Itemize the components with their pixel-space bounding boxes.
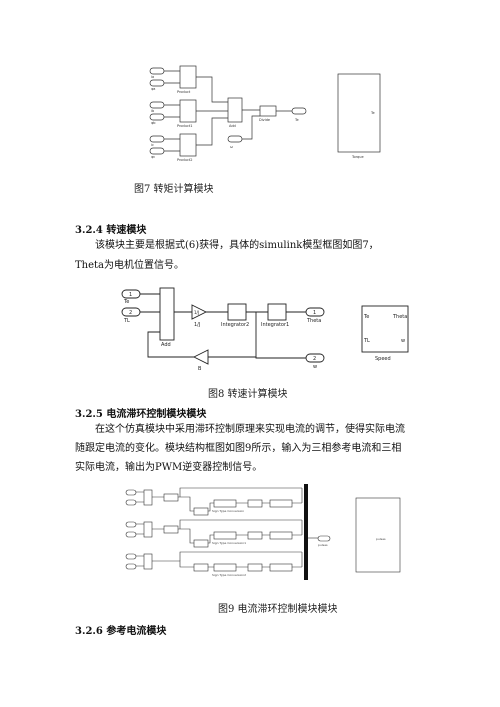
fig7-outport <box>291 107 307 115</box>
fig9-outport <box>317 535 331 542</box>
figure-7-torque-diagram: ia ψa ib ψb ic ψc Product Product1 Produ… <box>149 65 381 162</box>
fig9-row1-label: Sign Type Conversion <box>212 509 244 513</box>
fig7-product-2 <box>179 99 197 123</box>
section-3-2-4-line-1: 该模块主要是根据式(6)获得，具体的simulink模型框图如图7， <box>95 240 379 251</box>
fig9-act-in-2 <box>125 531 137 538</box>
fig7-inport-4 <box>149 113 165 121</box>
fig9-pulses-subsystem <box>355 497 401 573</box>
fig9-conv-3a <box>213 563 237 572</box>
fig7-divide-block <box>259 105 277 117</box>
section-3-2-4-heading: 3.2.4 转速模块 <box>75 225 147 236</box>
fig9-row3-label: Sign Type Conversion2 <box>212 573 246 577</box>
fig7-in-label-2: ψa <box>151 87 155 91</box>
fig7-in-label-1: ia <box>151 75 154 79</box>
figure-8-caption: 图8 转速计算模块 <box>208 389 288 400</box>
fig9-relay-2 <box>163 525 179 534</box>
fig9-conv-1b <box>269 499 293 508</box>
fig7-inport-5 <box>149 135 165 143</box>
fig8-out2-num: 2 <box>313 356 316 362</box>
fig8-gain1-label: 1/J <box>194 322 200 328</box>
fig7-in-label-6: ψc <box>151 155 155 159</box>
fig8-gain2-label: B <box>198 366 202 372</box>
fig8-out2-label: w <box>313 364 317 370</box>
fig7-product-label-1: Product <box>177 90 191 94</box>
section-3-2-4-line-2: Theta为电机位置信号。 <box>75 260 185 271</box>
fig9-sum-3 <box>143 553 153 570</box>
figure-9-caption: 图9 电流滞环控制模块模块 <box>218 604 338 615</box>
fig8-sub-out2: w <box>401 338 405 344</box>
fig8-in1-label: Te <box>123 299 129 305</box>
figure-7-caption: 图7 转矩计算模块 <box>134 184 214 195</box>
fig9-sum-2 <box>143 521 153 538</box>
fig7-in-label-3: ib <box>151 109 155 113</box>
fig9-ref-in-2 <box>125 521 137 528</box>
fig8-integrator-2 <box>227 303 247 321</box>
fig9-row2-label: Sign Type Conversion1 <box>212 541 246 545</box>
fig7-product-1 <box>179 65 197 89</box>
fig8-in2-label: TL <box>123 318 130 324</box>
section-3-2-6-heading: 3.2.6 参考电流模块 <box>75 626 167 637</box>
fig7-in-label-4: ψb <box>151 121 156 125</box>
fig9-out-label: pulses <box>318 543 328 547</box>
section-3-2-5-line-1: 在这个仿真模块中采用滞环控制原理来实现电流的调节，使得实际电流 <box>95 424 405 435</box>
fig9-act-in-1 <box>125 499 137 506</box>
fig7-const-label: ω <box>230 145 233 149</box>
fig7-in-label-5: ic <box>151 143 154 147</box>
fig8-out1-num: 1 <box>313 310 316 316</box>
fig7-product-label-3: Product2 <box>177 158 193 162</box>
fig7-product-3 <box>179 133 197 157</box>
fig9-sum-1 <box>143 489 153 506</box>
fig8-sub-in2: TL <box>363 338 370 344</box>
fig9-relay-1b <box>193 507 209 516</box>
fig8-integrator-2-label: Integrator2 <box>221 322 249 328</box>
fig8-sub-label: Speed <box>375 356 391 362</box>
fig7-subsystem-label: Torque <box>351 155 364 159</box>
fig8-integrator-1-label: Integrator1 <box>261 322 289 328</box>
section-3-2-5-heading: 3.2.5 电流滞环控制模块模块 <box>75 409 207 420</box>
fig7-inport-3 <box>149 101 165 109</box>
fig9-relay-2b <box>193 539 209 548</box>
fig9-sub-label: pulses <box>376 537 386 541</box>
fig9-ref-in-1 <box>125 489 137 496</box>
fig9-mux-bar <box>304 484 308 580</box>
fig9-relay-3 <box>193 563 209 572</box>
fig8-speed-subsystem <box>361 305 409 353</box>
fig7-divide-label: Divide <box>259 118 270 122</box>
fig7-inport-1 <box>149 67 165 75</box>
fig9-not-3 <box>247 563 263 572</box>
fig8-gain-b <box>192 349 209 365</box>
fig7-add-label: Add <box>229 124 236 128</box>
figure-8-speed-diagram: 1 Te 2 TL Add 1/J 1/J Integrator2 Integr… <box>121 287 409 372</box>
fig8-gain1-text: 1/J <box>194 310 199 315</box>
fig8-in1-num: 1 <box>129 292 132 298</box>
fig9-not-1 <box>247 499 263 508</box>
fig9-ref-in-3 <box>125 553 137 560</box>
fig7-inport-2 <box>149 79 165 87</box>
fig7-inport-6 <box>149 147 165 155</box>
fig8-add-block <box>159 287 175 341</box>
fig8-sub-in1: Te <box>363 314 369 320</box>
fig7-add-block <box>227 97 243 123</box>
fig7-subsystem-out: Te <box>370 111 375 115</box>
fig7-out-label: Te <box>294 118 299 122</box>
fig8-add-label: Add <box>161 342 171 348</box>
fig8-sub-out1: Theta <box>392 314 407 320</box>
fig9-conv-2a <box>213 531 237 540</box>
fig7-const-in <box>227 135 243 143</box>
fig8-integrator-1 <box>267 303 287 321</box>
figure-9-hysteresis-diagram: Sign Type Conversion Sign Type Conversio… <box>125 484 401 580</box>
fig9-relay-1 <box>163 493 179 502</box>
fig8-in2-num: 2 <box>129 310 132 316</box>
fig9-conv-1a <box>213 499 237 508</box>
fig9-conv-3b <box>269 563 293 572</box>
fig7-product-label-2: Product1 <box>177 124 193 128</box>
fig9-act-in-3 <box>125 563 137 570</box>
section-3-2-5-line-2: 随跟定电流的变化。模块结构框图如图9所示，输入为三相参考电流和三相 <box>75 443 402 454</box>
fig8-out1-label: Theta <box>306 318 321 324</box>
section-3-2-5-line-3: 实际电流，输出为PWM逆变器控制信号。 <box>75 462 263 473</box>
fig7-torque-subsystem <box>337 73 381 153</box>
fig9-conv-2b <box>269 531 293 540</box>
fig9-not-2 <box>247 531 263 540</box>
